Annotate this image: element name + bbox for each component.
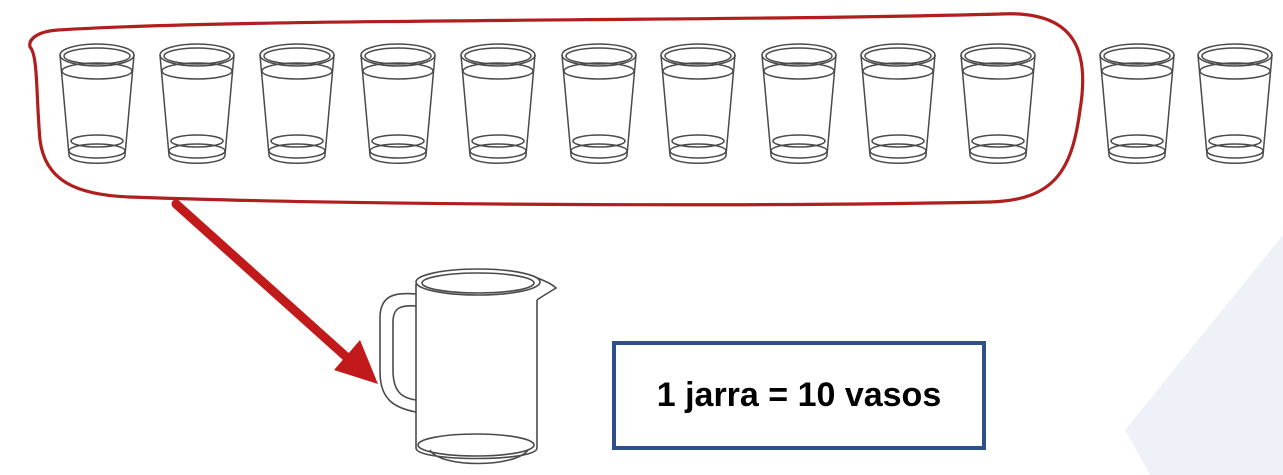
drinking-glass-icon (960, 43, 1036, 164)
drinking-glass-icon (660, 43, 736, 164)
drinking-glass-icon (259, 43, 335, 164)
arrow (171, 199, 378, 384)
group-outline (28, 12, 1085, 207)
equation-box: 1 jarra = 10 vasos (612, 341, 986, 450)
drinking-glass-icon (460, 43, 536, 164)
drinking-glass-icon (360, 43, 436, 164)
drinking-glass-icon (860, 43, 936, 164)
background-shape (1125, 235, 1283, 475)
equation-text: 1 jarra = 10 vasos (656, 376, 942, 414)
drinking-glass-icon (59, 43, 135, 164)
glasses-row (59, 43, 1273, 164)
drinking-glass-icon (561, 43, 637, 164)
drinking-glass-icon (761, 43, 837, 164)
drinking-glass-icon (159, 43, 235, 164)
drinking-glass-icon (1197, 43, 1273, 164)
pitcher-icon (379, 268, 558, 465)
drinking-glass-icon (1099, 43, 1175, 164)
